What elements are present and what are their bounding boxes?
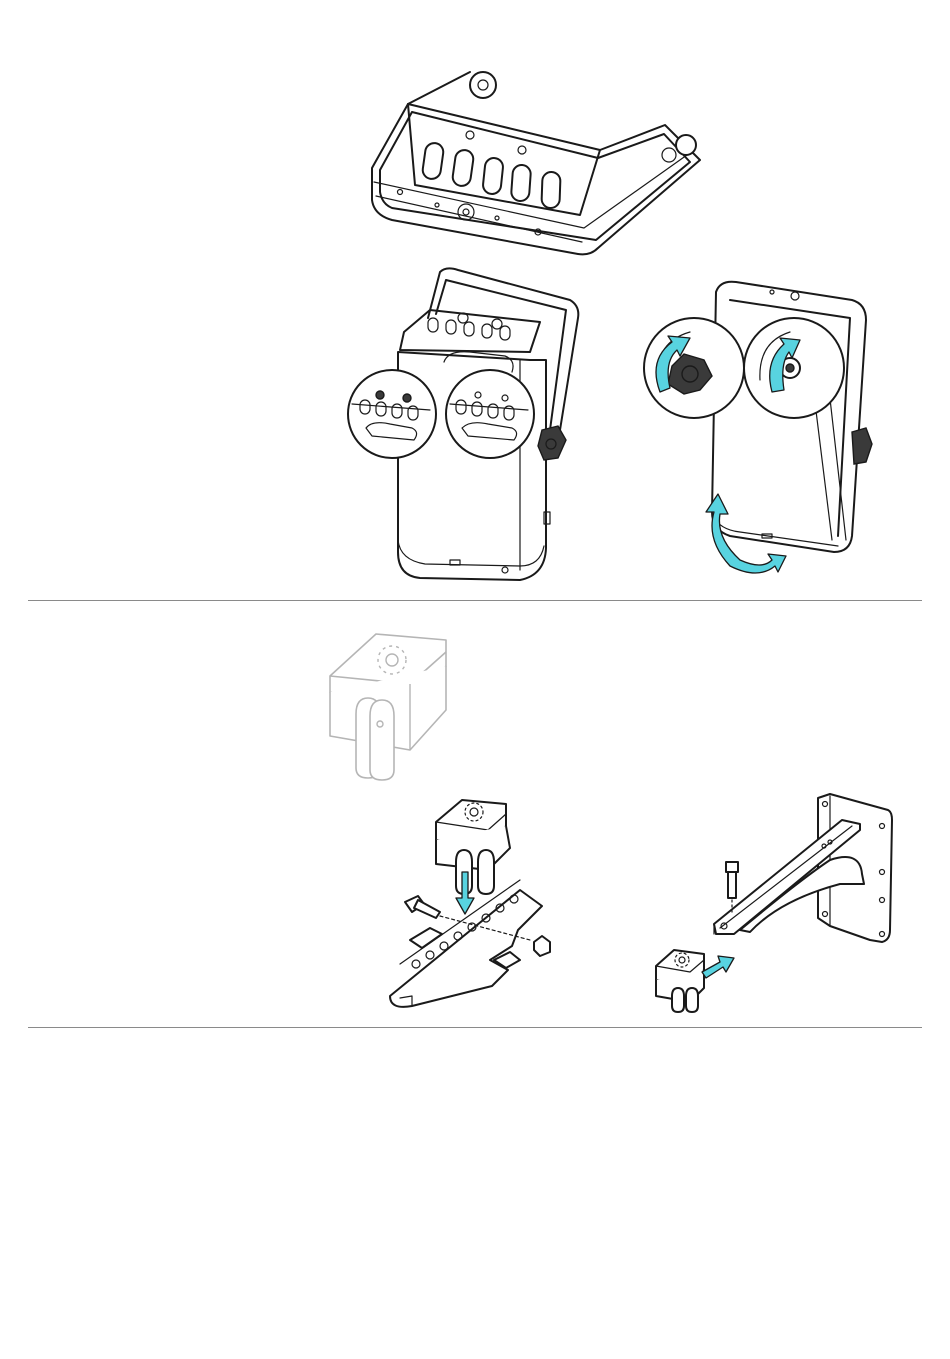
speaker-tilt-knob-illustration — [644, 282, 872, 573]
u-bracket-illustration — [372, 72, 700, 254]
clamp-plate-assembly-illustration — [390, 800, 550, 1007]
clamp-wall-arm-illustration — [656, 794, 892, 1012]
speaker-bracket-mount-illustration — [348, 268, 578, 580]
clamp-adapter-illustration — [330, 634, 446, 780]
